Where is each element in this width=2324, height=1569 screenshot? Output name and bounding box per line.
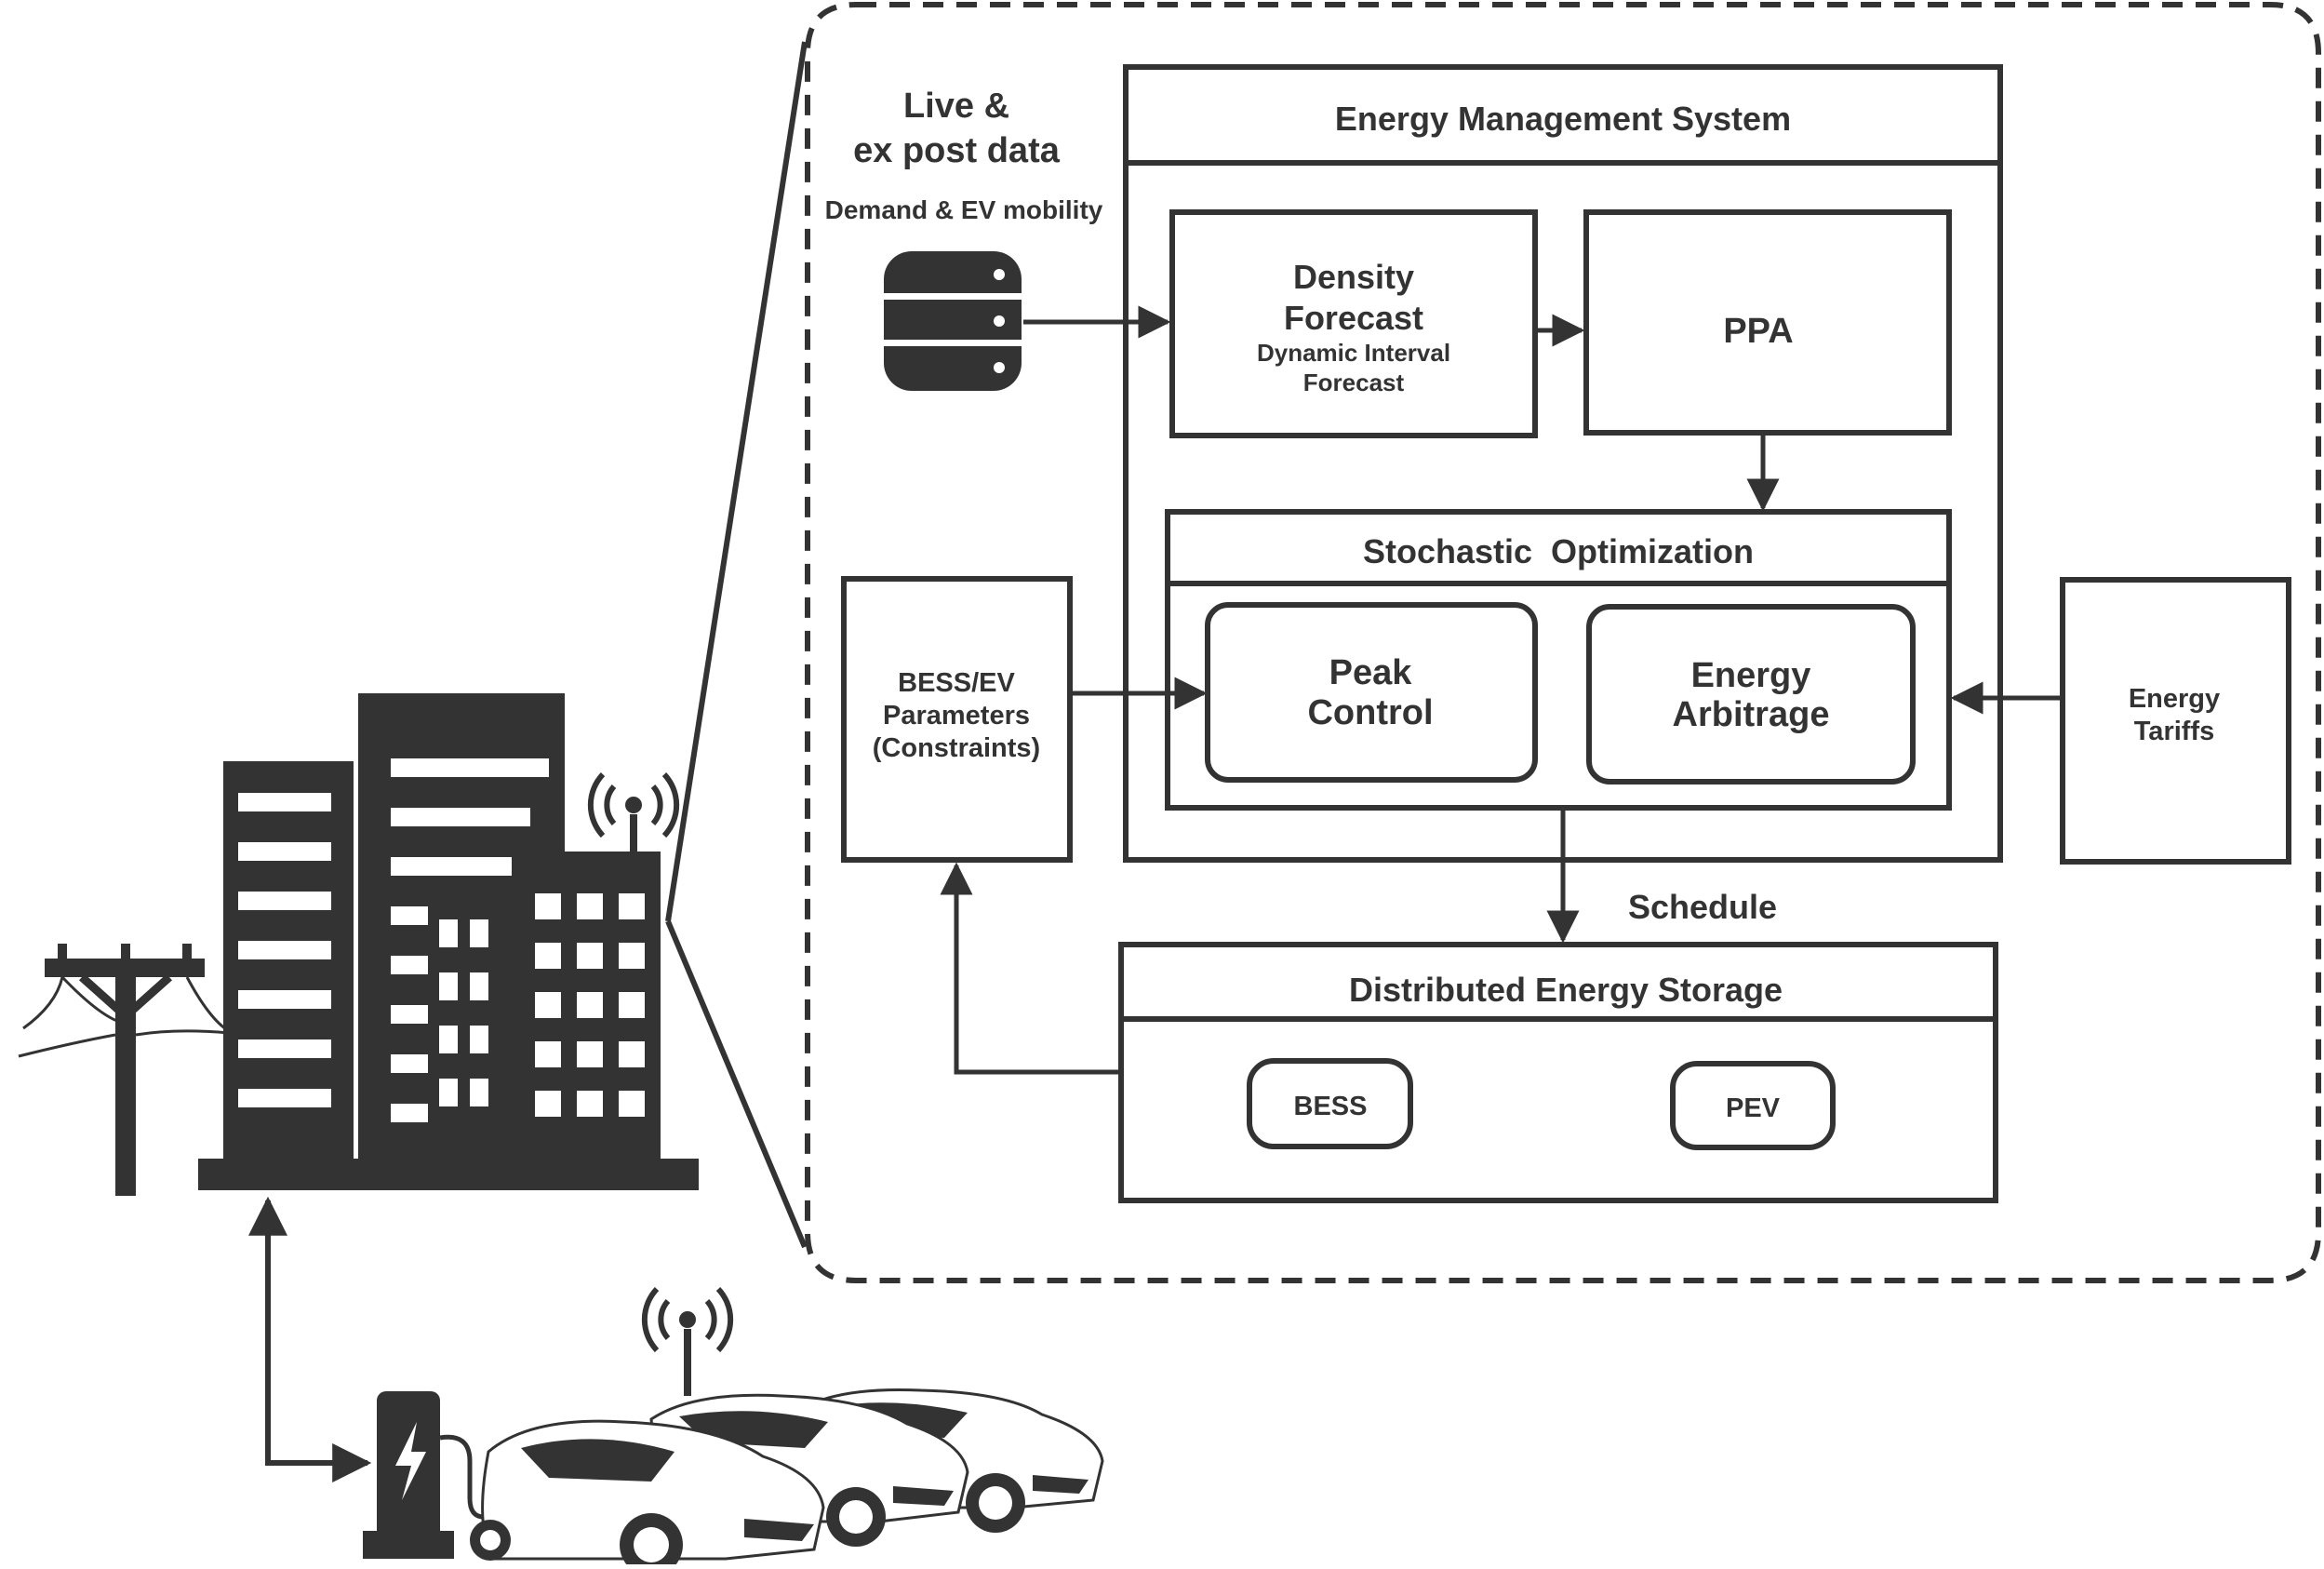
energy-tariffs-box [2060, 577, 2291, 865]
bess-ev-parameters-box [841, 576, 1073, 863]
bess-pill [1247, 1058, 1413, 1149]
distributed-energy-storage-title: Distributed Energy Storage [1349, 971, 1783, 1009]
bess-ev-label-line3: (Constraints) [873, 733, 1040, 763]
live-data-label-line2: ex post data [853, 131, 1061, 170]
zoom-line-top [665, 41, 808, 922]
density-forecast-title-line1: Density [1293, 258, 1414, 296]
bess-ev-label-line2: Parameters [883, 701, 1030, 731]
energy-arbitrage-label-line2: Arbitrage [1673, 695, 1830, 734]
ems-box [1123, 64, 2003, 863]
power-pole-icon [18, 944, 230, 1196]
demand-ev-label: Demand & EV mobility [825, 195, 1103, 224]
flow-arrows [940, 305, 2063, 1075]
arrow-storage-to-params [940, 862, 1121, 1075]
energy-arbitrage-label-line1: Energy [1691, 656, 1811, 695]
schedule-label: Schedule [1628, 888, 1777, 926]
ppa-box [1583, 209, 1952, 436]
office-building-icon [198, 693, 699, 1190]
ppa-label: PPA [1723, 312, 1793, 351]
zoom-line-bottom [665, 919, 808, 1249]
stochastic-optimization-title: Stochastic Optimization [1363, 532, 1754, 570]
bess-ev-label-line1: BESS/EV [898, 668, 1015, 698]
pev-label: PEV [1726, 1093, 1781, 1123]
density-forecast-title-line2: Forecast [1284, 299, 1423, 337]
peak-control-label-line1: Peak [1329, 653, 1413, 692]
density-forecast-sub-line2: Forecast [1303, 369, 1405, 396]
live-data-label-line1: Live & [903, 87, 1009, 126]
energy-tariffs-label-line1: Energy [2129, 684, 2220, 714]
energy-tariffs-label-line2: Tariffs [2134, 717, 2214, 746]
ems-title: Energy Management System [1335, 100, 1791, 138]
car-antenna-icon [641, 1286, 734, 1396]
antenna-icon [587, 771, 680, 881]
pev-pill [1670, 1061, 1836, 1150]
database-icon [884, 251, 1022, 391]
stochastic-optimization-box [1165, 509, 1952, 811]
density-forecast-box [1169, 209, 1538, 438]
ems-zoom-frame [805, 2, 2321, 1283]
density-forecast-sub-line1: Dynamic Interval [1257, 339, 1450, 367]
charging-station-icon [363, 1391, 485, 1559]
peak-control-box [1205, 602, 1538, 783]
building-charger-connector [248, 1196, 372, 1482]
bess-label: BESS [1294, 1092, 1368, 1121]
energy-arbitrage-box [1586, 604, 1916, 784]
peak-control-label-line2: Control [1307, 693, 1433, 732]
electric-car-icon [470, 1388, 1104, 1569]
